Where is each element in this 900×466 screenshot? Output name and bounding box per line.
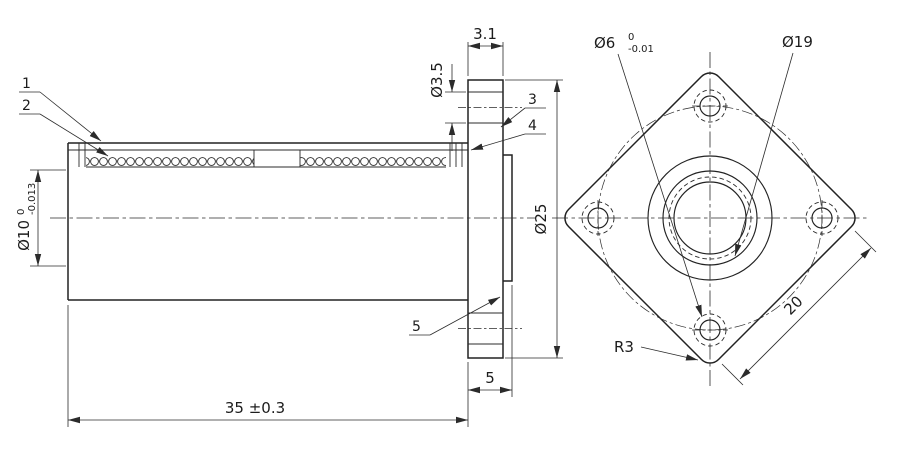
cbore-tol-upper: 0 (628, 32, 634, 43)
cbore-tol-lower: -0.01 (628, 44, 654, 55)
callout-circle-diameter: Ø19 (734, 33, 813, 257)
square-size-label: 20 (780, 292, 806, 318)
side-internal-lines (68, 91, 503, 345)
dim-pilot-length: 5 (468, 285, 513, 397)
balloon-5-label: 5 (412, 319, 421, 335)
bore-tol-upper: 0 (16, 209, 27, 215)
flange-square-outline (564, 72, 856, 364)
bore-tol-lower: -0.013 (27, 183, 38, 215)
callout-corner-radius: R3 (614, 338, 699, 361)
dim-overall-length: 35 ±0.3 (67, 305, 469, 427)
side-section-view: Ø10 0 -0.013 Ø25 Ø3.5 3.1 (15, 25, 563, 427)
circle-dia-label: Ø19 (782, 33, 813, 51)
pilot-length-label: 5 (485, 369, 495, 387)
balloon-5: 5 (409, 296, 501, 336)
ball-row-right (300, 150, 446, 167)
side-body-outline (67, 79, 513, 359)
dim-bolt-hole-diameter: Ø3.5 (428, 62, 466, 151)
balloon-1: 1 (19, 76, 102, 142)
flange-dia-label: Ø25 (532, 204, 550, 235)
dim-plate-thickness: 3.1 (467, 25, 504, 76)
bore-dia-label: Ø10 (15, 220, 33, 251)
retaining-groove-lines (78, 143, 86, 167)
flange-hole-lines (468, 91, 503, 345)
balloon-4: 4 (470, 118, 546, 151)
callout-cbore-diameter: Ø6 0 -0.01 (594, 32, 703, 318)
balloon-2-label: 2 (22, 98, 31, 114)
corner-radius-label: R3 (614, 338, 634, 356)
dim-flange-diameter: Ø25 (505, 79, 563, 359)
plate-thickness-label: 3.1 (473, 25, 497, 43)
front-centerlines (552, 52, 868, 386)
balloon-1-label: 1 (22, 76, 31, 92)
dim-bore-diameter: Ø10 0 -0.013 (15, 169, 66, 267)
balloon-3: 3 (500, 92, 546, 128)
dim-square-size: 20 (721, 230, 877, 386)
bolt-hole-dia-label: Ø3.5 (428, 62, 446, 98)
overall-length-label: 35 ±0.3 (225, 399, 285, 417)
seal-lines (449, 143, 463, 167)
side-centerlines (50, 107, 535, 329)
balloon-2: 2 (19, 98, 109, 157)
balloon-4-label: 4 (528, 118, 537, 134)
cbore-dia-label: Ø6 (594, 34, 615, 52)
front-flange-view: Ø6 0 -0.01 Ø19 20 R3 (552, 32, 877, 386)
balloon-3-label: 3 (528, 92, 537, 108)
ball-row-left (86, 150, 254, 167)
